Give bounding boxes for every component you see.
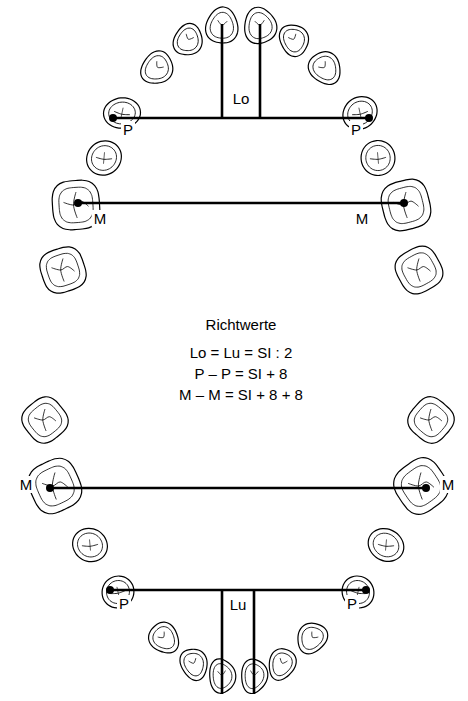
formula: Lo = Lu = SI : 2 (188, 344, 295, 361)
tooth-outline (303, 46, 348, 92)
point-label: M (354, 210, 371, 227)
tooth-outline (360, 139, 397, 177)
measure-line (221, 590, 224, 694)
dimension-label: Lo (231, 90, 252, 107)
point-label: P (349, 121, 363, 138)
tooth-outline (40, 247, 86, 293)
point-label: M (18, 476, 35, 493)
heading: Richtwerte (204, 316, 279, 333)
tooth-outline (381, 179, 431, 231)
measure-point (362, 586, 370, 594)
measure-point (400, 199, 408, 207)
point-label: P (117, 595, 131, 612)
dimension-label: Lu (228, 596, 249, 613)
measure-points (46, 114, 430, 594)
measure-point (46, 484, 54, 492)
measure-line (78, 202, 404, 205)
measure-line (259, 24, 262, 118)
formula: M – M = SI + 8 + 8 (177, 386, 305, 403)
tooth-outline (176, 645, 212, 685)
measure-point (422, 484, 430, 492)
measure-line (50, 487, 426, 490)
measure-point (106, 586, 114, 594)
measure-line (221, 24, 224, 118)
point-label: M (440, 476, 457, 493)
tooth-outline (395, 246, 443, 294)
tooth-outline (28, 458, 81, 513)
measure-lines (50, 24, 426, 694)
formula: P – P = SI + 8 (193, 365, 290, 382)
point-label: P (121, 121, 135, 138)
tooth-outline (263, 645, 299, 685)
measure-point (74, 199, 82, 207)
tooth-outline (275, 19, 314, 60)
measure-line (110, 589, 366, 592)
measure-line (253, 590, 256, 694)
tooth-outline (367, 527, 406, 562)
tooth-outline (290, 617, 332, 660)
tooth-outline (85, 139, 122, 176)
measure-line (113, 117, 369, 120)
tooth-outline (135, 46, 180, 92)
point-label: P (345, 595, 359, 612)
point-label: M (92, 210, 109, 227)
measure-point (365, 114, 373, 122)
tooth-outline (22, 397, 68, 443)
tooth-outline (169, 19, 208, 60)
tooth-outline (71, 527, 108, 563)
tooth-outline (143, 617, 185, 660)
measure-point (109, 114, 117, 122)
tooth-outline (408, 397, 455, 444)
